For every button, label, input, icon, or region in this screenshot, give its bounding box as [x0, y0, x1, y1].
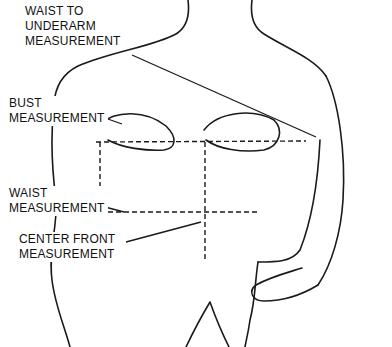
left-cup: [100, 114, 174, 150]
measurement-label: CENTER FRONT MEASUREMENT: [18, 232, 119, 262]
measurement-label: WAIST MEASUREMENT: [8, 186, 108, 216]
leader-line: [132, 55, 316, 137]
right-arm-inner: [258, 140, 320, 262]
leg-split: [186, 302, 229, 347]
leader-line: [126, 222, 201, 242]
right-cup: [204, 113, 279, 151]
center-front-line: [204, 142, 205, 262]
right-forearm: [252, 268, 318, 301]
right-side: [245, 262, 258, 347]
right-arm-outer: [318, 76, 344, 285]
measurement-label: BUST MEASUREMENT: [8, 96, 108, 126]
right-shoulder: [252, 0, 327, 76]
left-side: [51, 104, 70, 347]
measurement-label: WAIST TO UNDERARM MEASUREMENT: [24, 4, 124, 49]
bust-line: [96, 141, 306, 142]
